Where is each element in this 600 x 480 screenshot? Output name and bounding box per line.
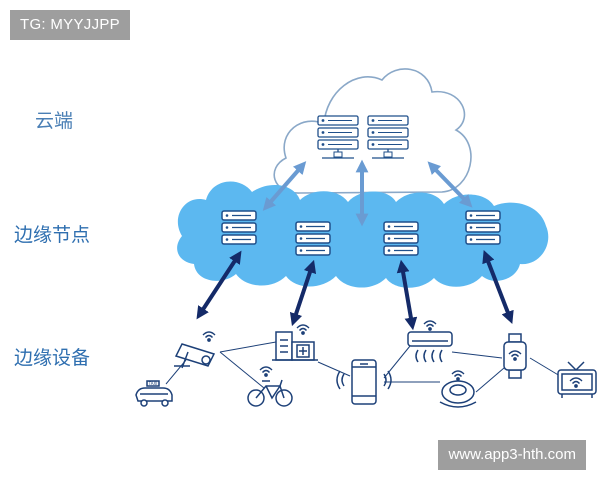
edge-server-4-icon [465,210,501,245]
cloud-edge-arrow-1 [262,161,307,211]
edge-device-links [196,250,514,331]
cloud-server-right-icon [367,115,409,159]
device-taxi-icon: TAXI [135,380,173,407]
tier-label-cloud: 云端 [35,110,74,132]
device-camera-icon [174,331,216,369]
device-bicycle-icon [247,366,293,407]
svg-text:TAXI: TAXI [148,381,158,386]
tier-label-edge-device: 边缘设备 [14,347,91,369]
device-hospital-icon [272,324,318,361]
cloud-edge-links [262,159,473,227]
cloud-tier [273,68,472,194]
device-air-conditioner-icon [407,320,453,363]
edge-server-1-icon [221,210,257,245]
device-tv-icon [557,361,597,398]
watermark-top: TG: MYYJJPP [10,10,130,40]
cloud-server-left-icon [317,115,359,159]
edge-device-arrow-3 [396,259,418,331]
edge-device-arrow-1 [196,250,242,320]
edge-server-3-icon [383,221,419,256]
device-smartwatch-icon [503,333,527,379]
cloud-edge-arrow-3 [427,161,473,208]
edge-device-arrow-2 [289,259,317,327]
watermark-bottom: www.app3-hth.com [438,440,586,470]
edge-server-2-icon [295,221,331,256]
tier-label-edge-node: 边缘节点 [14,224,91,246]
device-phone-icon [336,359,392,405]
edge-device-arrow-4 [482,250,514,324]
device-robot-vacuum-icon [439,370,477,408]
